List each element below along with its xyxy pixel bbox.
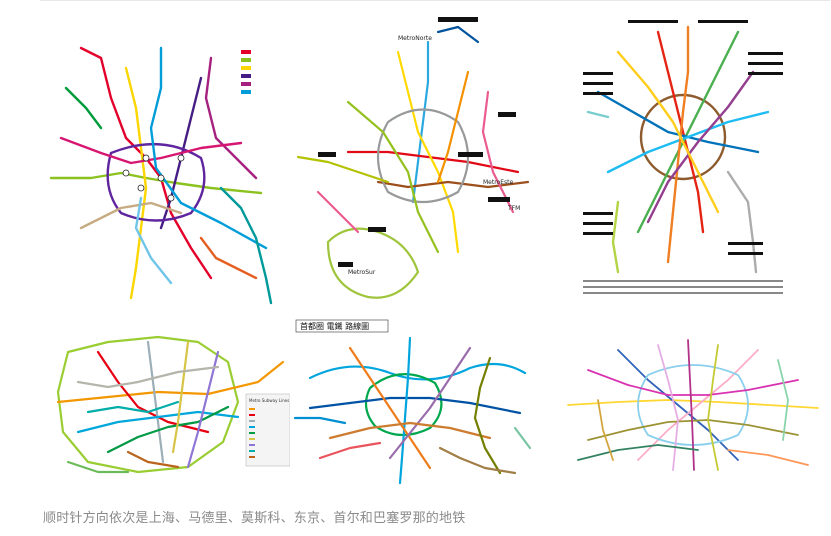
tokyo-metro-svg: Metro Subway Lines xyxy=(56,335,291,474)
madrid-metro-map-image: MetroNorte MetroSur TFM MetroEste xyxy=(288,12,542,310)
seoul-metro-map-image: 首都圈 電鐵 路線圖 xyxy=(290,318,540,486)
paris-metro-svg xyxy=(567,339,819,471)
moscow-metro-svg xyxy=(583,20,783,294)
seoul-map-header: 首都圈 電鐵 路線圖 xyxy=(300,321,369,331)
tokyo-metro-map-image: Metro Subway Lines xyxy=(48,322,294,482)
seoul-metro-svg: 首都圈 電鐵 路線圖 xyxy=(293,319,532,485)
paris-metro-map-image xyxy=(558,330,826,480)
shanghai-metro-map-image xyxy=(41,28,281,314)
madrid-metro-svg: MetroNorte MetroSur TFM MetroEste xyxy=(296,17,530,299)
shanghai-metro-svg xyxy=(49,46,273,305)
top-divider xyxy=(40,0,830,1)
madrid-label-south: MetroSur xyxy=(348,269,376,276)
moscow-metro-map-image xyxy=(578,12,788,302)
tokyo-legend-title: Metro Subway Lines xyxy=(249,398,289,403)
madrid-label-east2: MetroEste xyxy=(483,179,513,186)
figure-caption: 顺时针方向依次是上海、马德里、莫斯科、东京、首尔和巴塞罗那的地铁 xyxy=(43,511,466,526)
madrid-label-east: TFM xyxy=(507,205,520,212)
madrid-label-north: MetroNorte xyxy=(398,35,432,42)
